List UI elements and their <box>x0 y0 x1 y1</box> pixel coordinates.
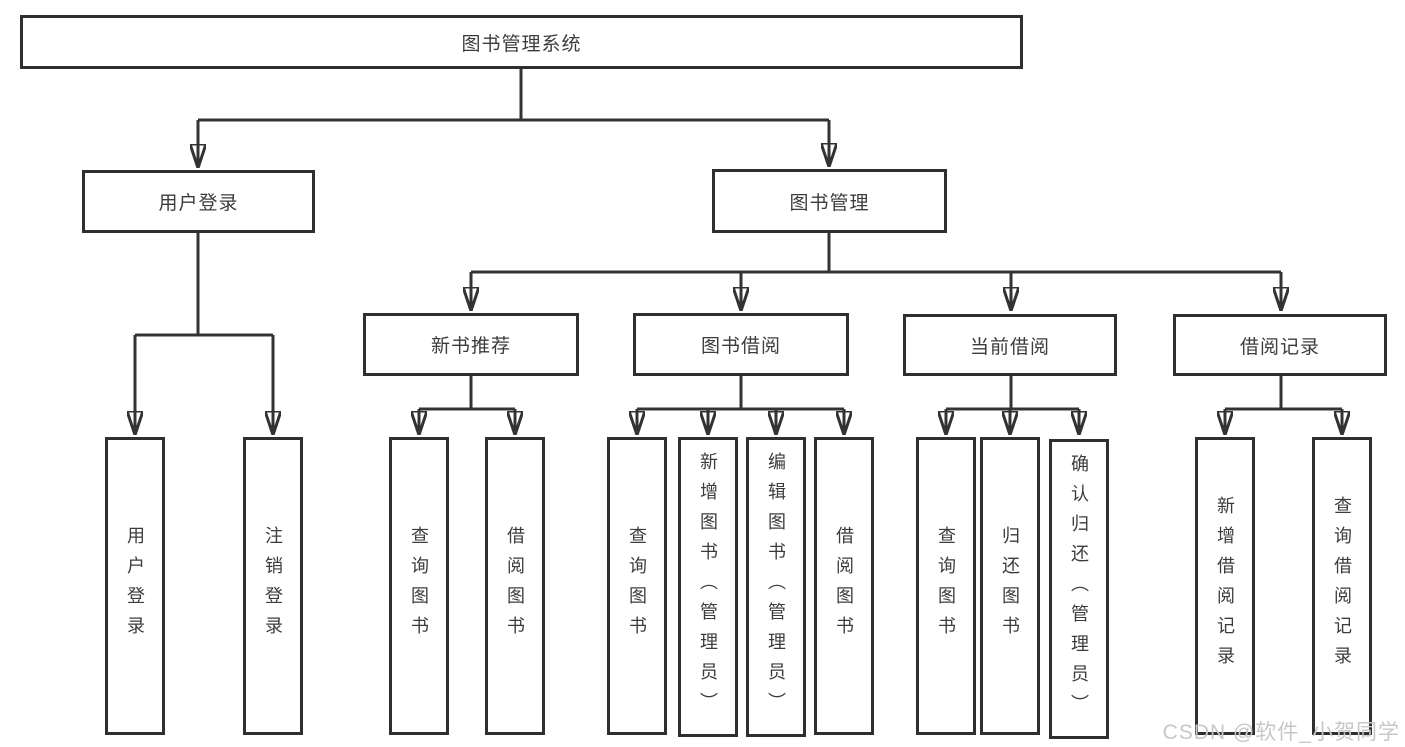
leaf-query-books-borrowing: 查询图书 <box>607 437 667 735</box>
leaf-edit-books-admin-label: 编辑图书（管理员） <box>766 452 786 722</box>
leaf-borrow-books-recommend: 借阅图书 <box>485 437 545 735</box>
leaf-query-books-current-label: 查询图书 <box>936 526 956 646</box>
leaf-user-login-label: 用户登录 <box>125 526 145 646</box>
leaf-return-books: 归还图书 <box>980 437 1040 735</box>
node-borrowing-records: 借阅记录 <box>1173 314 1387 376</box>
leaf-query-books-borrowing-label: 查询图书 <box>627 526 647 646</box>
watermark: CSDN @软件_小贺同学 <box>1162 721 1400 744</box>
leaf-query-borrow-record-label: 查询借阅记录 <box>1332 496 1352 676</box>
leaf-return-books-label: 归还图书 <box>1000 526 1020 646</box>
leaf-edit-books-admin: 编辑图书（管理员） <box>746 437 806 737</box>
node-current-borrowing: 当前借阅 <box>903 314 1117 376</box>
leaf-query-borrow-record: 查询借阅记录 <box>1312 437 1372 735</box>
node-library-management-system: 图书管理系统 <box>20 15 1023 69</box>
leaf-query-books-current: 查询图书 <box>916 437 976 735</box>
leaf-borrow-books-borrowing: 借阅图书 <box>814 437 874 735</box>
leaf-borrow-books-recommend-label: 借阅图书 <box>505 526 525 646</box>
leaf-query-books-recommend-label: 查询图书 <box>409 526 429 646</box>
leaf-borrow-books-borrowing-label: 借阅图书 <box>834 526 854 646</box>
leaf-add-books-admin-label: 新增图书（管理员） <box>698 452 718 722</box>
leaf-confirm-return-admin-label: 确认归还（管理员） <box>1069 454 1089 724</box>
node-user-login: 用户登录 <box>82 170 315 233</box>
leaf-add-books-admin: 新增图书（管理员） <box>678 437 738 737</box>
leaf-add-borrow-record: 新增借阅记录 <box>1195 437 1255 735</box>
node-book-management: 图书管理 <box>712 169 947 233</box>
node-book-borrowing: 图书借阅 <box>633 313 849 376</box>
leaf-logout-label: 注销登录 <box>263 526 283 646</box>
leaf-add-borrow-record-label: 新增借阅记录 <box>1215 496 1235 676</box>
node-new-book-recommend: 新书推荐 <box>363 313 579 376</box>
leaf-logout: 注销登录 <box>243 437 303 735</box>
leaf-confirm-return-admin: 确认归还（管理员） <box>1049 439 1109 739</box>
leaf-query-books-recommend: 查询图书 <box>389 437 449 735</box>
leaf-user-login: 用户登录 <box>105 437 165 735</box>
